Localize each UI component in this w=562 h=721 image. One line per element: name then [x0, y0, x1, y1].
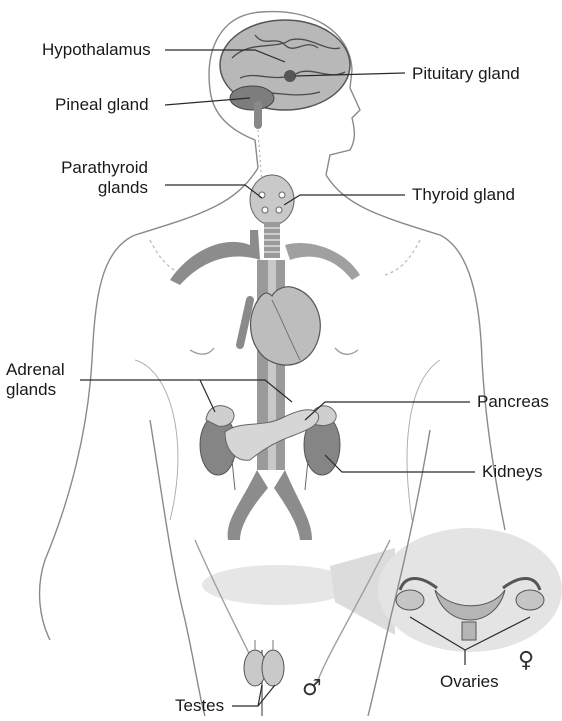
- label-adrenal-glands: Adrenal glands: [6, 360, 65, 400]
- spinal-cord: [258, 130, 262, 185]
- female-symbol-icon: ♀: [518, 648, 534, 673]
- label-adrenal-line2: glands: [6, 380, 65, 400]
- male-symbol-icon: ♂: [302, 676, 322, 701]
- trachea: [264, 222, 280, 258]
- testes: [244, 640, 284, 716]
- label-pancreas: Pancreas: [477, 392, 549, 412]
- thyroid: [250, 175, 294, 225]
- label-pineal-gland: Pineal gland: [55, 95, 149, 115]
- label-pituitary-gland: Pituitary gland: [412, 64, 520, 84]
- label-parathyroid-line1: Parathyroid: [40, 158, 148, 178]
- blood-vessels: [170, 230, 360, 540]
- label-thyroid-gland: Thyroid gland: [412, 185, 515, 205]
- label-testes: Testes: [175, 696, 224, 716]
- heart: [240, 287, 320, 365]
- label-hypothalamus: Hypothalamus: [42, 40, 151, 60]
- label-parathyroid-glands: Parathyroid glands: [40, 158, 148, 198]
- label-ovaries: Ovaries: [440, 672, 499, 692]
- brain: [220, 20, 350, 125]
- label-adrenal-line1: Adrenal: [6, 360, 65, 380]
- label-parathyroid-line2: glands: [40, 178, 148, 198]
- label-kidneys: Kidneys: [482, 462, 542, 482]
